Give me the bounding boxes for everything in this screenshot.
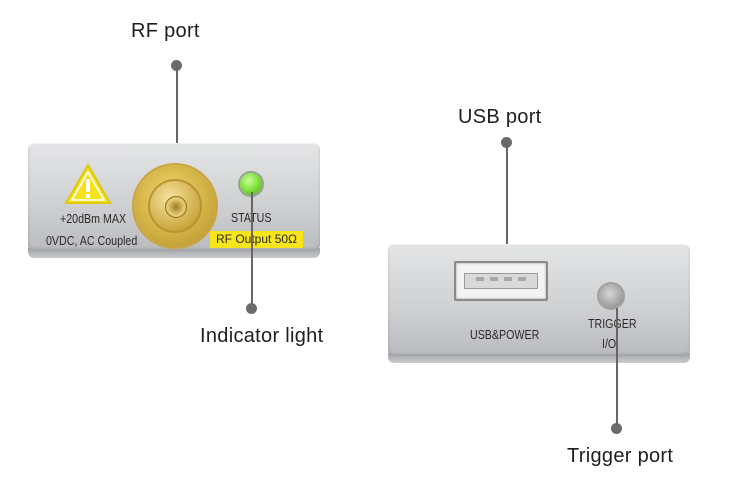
usb-pin-3 [504, 277, 512, 281]
usb-trigger-panel: USB&POWER TRIGGER I/O [388, 244, 690, 363]
indicator-light-callout-dot [246, 303, 257, 314]
max-power-label: +20dBm MAX [60, 211, 127, 226]
indicator-light-callout: Indicator light [200, 325, 324, 347]
trigger-port-callout: Trigger port [567, 445, 674, 467]
rf-output-panel-edge [28, 248, 320, 258]
usb-power-label: USB&POWER [470, 327, 540, 342]
trigger-port-callout-dot [611, 423, 622, 434]
rf-output-label: RF Output 50Ω [210, 231, 304, 248]
status-indicator-led [240, 173, 262, 195]
usb-port-callout-dot [501, 137, 512, 148]
usb-port-callout: USB port [458, 106, 542, 128]
indicator-light-leader-line [251, 192, 253, 304]
usb-trigger-panel-edge [388, 353, 690, 363]
rf-port-leader-line [176, 66, 178, 206]
usb-port-tongue [464, 273, 538, 289]
trigger-label-line2: I/O [602, 336, 617, 351]
usb-pin-4 [518, 277, 526, 281]
usb-pin-2 [490, 277, 498, 281]
trigger-io-port[interactable] [599, 284, 623, 308]
sma-center-pin [165, 196, 187, 218]
rf-port-callout: RF port [131, 20, 200, 42]
rf-port-callout-dot [171, 60, 182, 71]
sma-rf-connector[interactable] [134, 165, 216, 247]
usb-power-port[interactable] [454, 261, 548, 301]
coupling-label: 0VDC, AC Coupled [46, 233, 138, 248]
trigger-port-leader-line [616, 308, 618, 428]
rf-output-panel: +20dBm MAX 0VDC, AC Coupled STATUS RF Ou… [28, 143, 320, 258]
warning-triangle-icon [64, 163, 112, 205]
usb-port-leader-line [506, 143, 508, 265]
trigger-label-line1: TRIGGER [588, 316, 637, 331]
usb-pin-1 [476, 277, 484, 281]
